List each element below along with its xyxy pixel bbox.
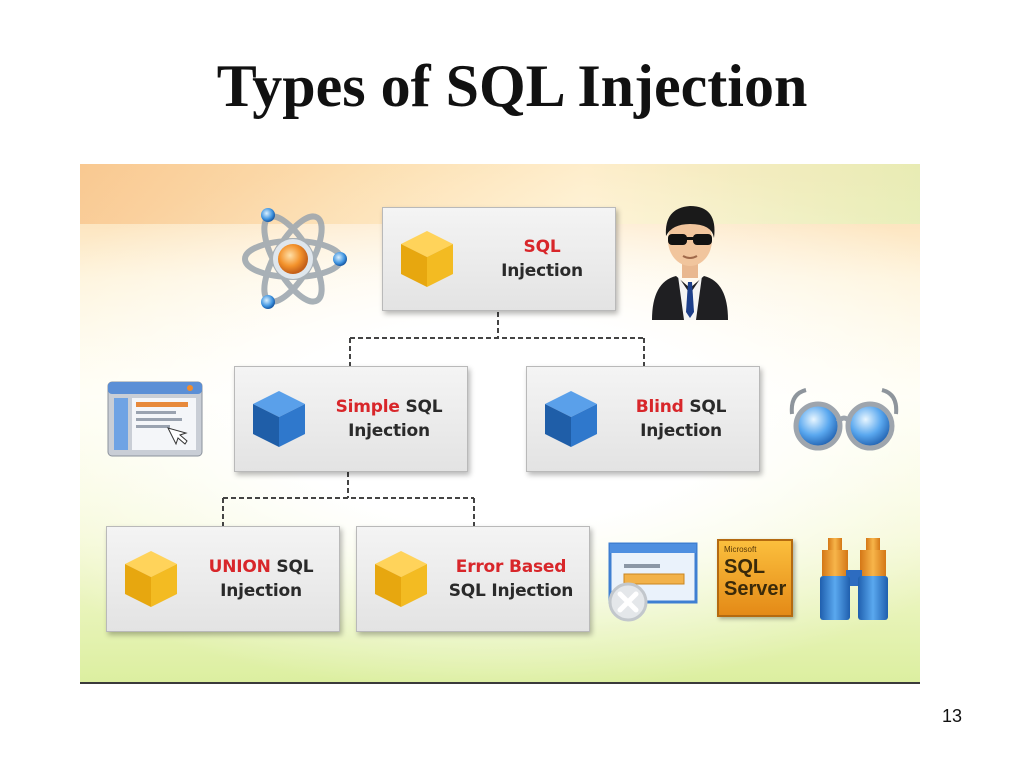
error-dialog-icon: [608, 542, 698, 622]
connector-lines: [222, 312, 645, 526]
slide-title: Types of SQL Injection: [216, 53, 808, 119]
sql-injection-node: SQL Injection: [382, 207, 616, 311]
binoculars-icon: [820, 538, 888, 620]
diagram-panel: SQL Injection Simple SQL Injection Blind…: [80, 164, 920, 684]
sql-injection-label: SQL Injection: [501, 237, 583, 281]
browser-window-icon: [107, 381, 203, 457]
hacker-icon: [652, 206, 728, 320]
atom-icon: [242, 208, 347, 309]
gold-cube-icon: [375, 551, 427, 607]
glasses-icon: [789, 388, 899, 451]
blind-sql-injection-label: Blind SQL Injection: [635, 397, 727, 441]
slide-number: 13: [941, 706, 962, 726]
sql-server-line2: Server: [724, 578, 787, 600]
error-based-sql-injection-label: Error Based SQL Injection: [448, 557, 574, 601]
sql-server-icon: Microsoft SQL Server: [717, 539, 793, 617]
union-sql-injection-node: UNION SQL Injection: [106, 526, 340, 632]
union-sql-injection-label: UNION SQL Injection: [208, 557, 314, 601]
blue-cube-icon: [545, 391, 597, 447]
blue-cube-icon: [253, 391, 305, 447]
sql-server-brand: Microsoft: [724, 545, 757, 554]
gold-cube-icon: [125, 551, 177, 607]
blind-sql-injection-node: Blind SQL Injection: [526, 366, 760, 472]
simple-sql-injection-node: Simple SQL Injection: [234, 366, 468, 472]
gold-cube-icon: [401, 231, 453, 287]
sql-server-line1: SQL: [724, 556, 766, 578]
simple-sql-injection-label: Simple SQL Injection: [335, 397, 443, 441]
error-based-sql-injection-node: Error Based SQL Injection: [356, 526, 590, 632]
